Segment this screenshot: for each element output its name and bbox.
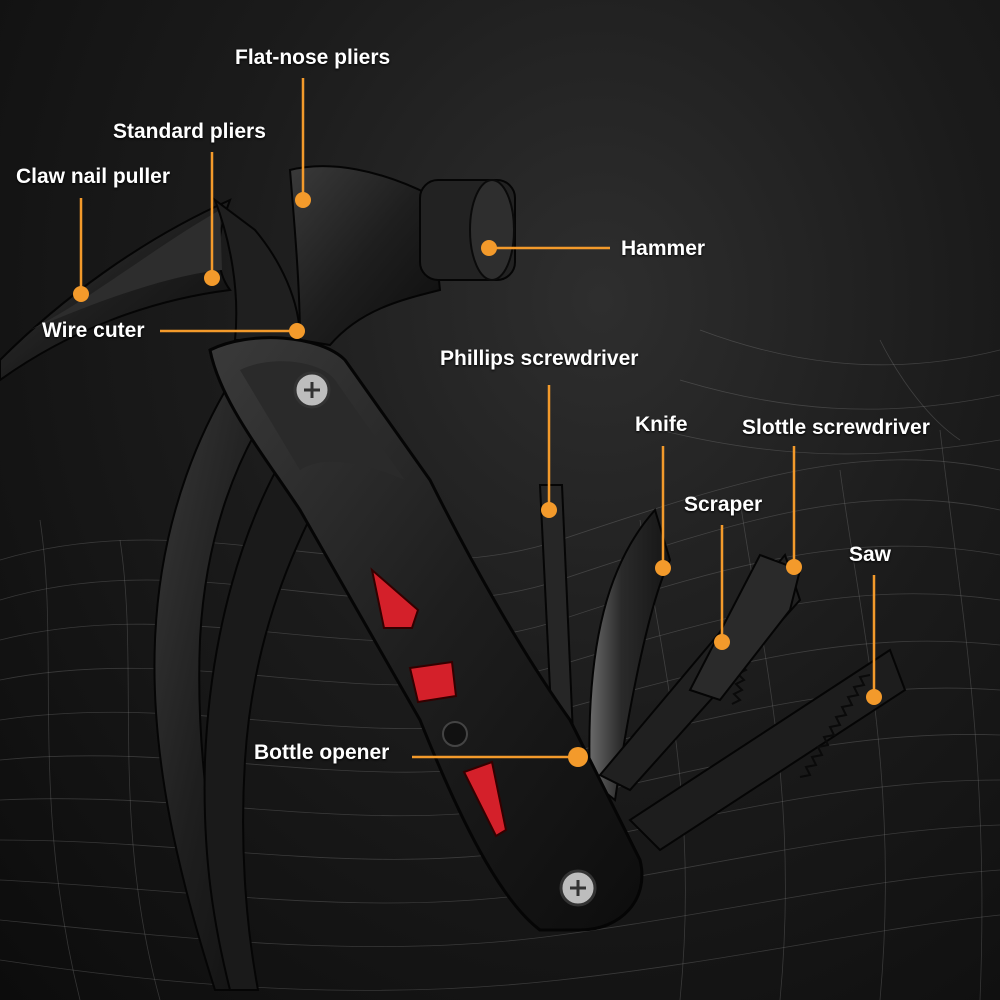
callout-dot-icon	[295, 192, 311, 208]
plier-arm-inner	[203, 428, 332, 991]
label-hammer: Hammer	[621, 237, 706, 260]
callout-dot-icon	[481, 240, 497, 256]
tool-handle	[208, 336, 644, 932]
saw-blade	[628, 648, 907, 852]
label-wire-cutter: Wire cuter	[42, 319, 145, 342]
label-knife: Knife	[635, 413, 688, 436]
label-phillips-screwdriver: Phillips screwdriver	[440, 347, 639, 370]
label-scraper: Scraper	[684, 493, 763, 516]
callout-dot-icon	[786, 559, 802, 575]
label-slottle-screwdriver: Slottle screwdriver	[742, 416, 930, 439]
red-inlay-1	[370, 567, 420, 629]
callout-dot-icon	[866, 689, 882, 705]
label-standard-pliers: Standard pliers	[113, 120, 266, 143]
bottle-opener-button	[442, 721, 468, 747]
callout-dot-icon	[204, 270, 220, 286]
callout-dot-icon	[289, 323, 305, 339]
callout-dot-icon	[73, 286, 89, 302]
label-saw: Saw	[849, 543, 892, 566]
label-claw-nail-puller: Claw nail puller	[16, 165, 171, 188]
callout-dot-icon	[568, 747, 588, 767]
callout-dot-icon	[541, 502, 557, 518]
label-flat-nose-pliers: Flat-nose pliers	[235, 46, 391, 69]
hammer-head	[288, 165, 442, 347]
callout-dot-icon	[714, 634, 730, 650]
callout-dot-icon	[655, 560, 671, 576]
red-inlay-3	[462, 760, 508, 838]
red-inlay-2	[408, 660, 458, 704]
label-bottle-opener: Bottle opener	[254, 741, 390, 764]
